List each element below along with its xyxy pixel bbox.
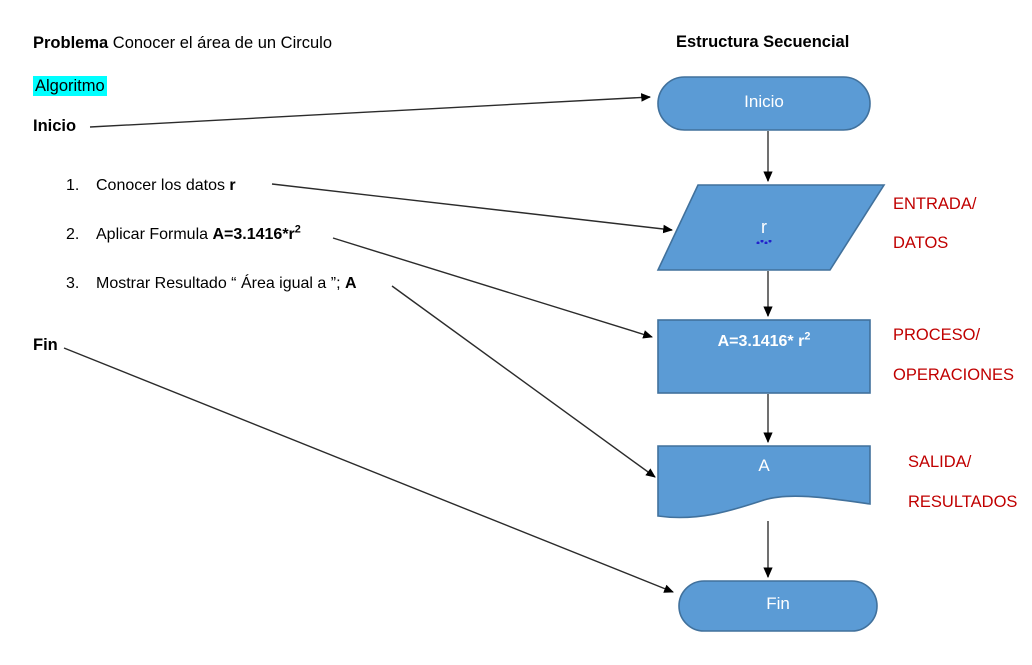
annotation-entrada-line2: DATOS (893, 234, 949, 252)
node-inicio-shape[interactable] (657, 76, 871, 131)
pointer-step1-to-entrada (271, 183, 673, 234)
step-2-number: 2. (66, 226, 80, 243)
node-fin-label: Fin (766, 594, 790, 613)
node-salida-label: A (758, 456, 770, 475)
algorithm-fin-word: Fin (33, 336, 58, 354)
node-proceso-exponent: 2 (804, 330, 811, 343)
step-3-variable: A (345, 275, 357, 292)
problema-line: Problema Conocer el área de un Circulo (33, 34, 332, 52)
algorithm-step-1: 1. Conocer los datos r (66, 177, 236, 195)
node-entrada-text: r (761, 217, 767, 237)
step-2-exponent: 2 (294, 223, 301, 236)
step-1-number: 1. (66, 177, 80, 194)
algorithm-step-2: 2. Aplicar Formula A=3.1416*r2 (66, 223, 301, 244)
algorithm-step-3: 3. Mostrar Resultado “ Área igual a ”; A (66, 275, 357, 293)
node-salida-shape[interactable] (657, 445, 871, 519)
node-proceso-text: A=3.1416* r (717, 333, 805, 350)
node-entrada-shape[interactable] (656, 184, 886, 271)
flowchart-title: Estructura Secuencial (676, 33, 850, 51)
spellcheck-underline-icon (756, 239, 772, 244)
step-1-variable: r (229, 177, 236, 194)
annotation-salida-line2: RESULTADOS (908, 493, 1018, 511)
algoritmo-heading: Algoritmo (33, 76, 107, 97)
node-entrada-label: r (658, 217, 870, 244)
problema-text: Conocer el área de un Circulo (108, 34, 332, 52)
algorithm-inicio-word: Inicio (33, 117, 77, 135)
step-3-number: 3. (66, 275, 80, 292)
step-2-text: Aplicar Formula (96, 226, 213, 243)
pointer-step2-to-proceso (332, 237, 653, 339)
annotation-entrada-line1: ENTRADA/ (893, 195, 977, 213)
annotation-salida-line1: SALIDA/ (908, 453, 972, 471)
problema-label: Problema (33, 34, 109, 52)
pointer-step3-to-salida (391, 285, 656, 478)
pointer-fin-to-node (63, 347, 674, 593)
step-3-text: Mostrar Resultado “ Área igual a ”; (96, 275, 345, 292)
node-fin-shape[interactable] (678, 580, 878, 632)
annotation-proceso-line2: OPERACIONES (893, 366, 1015, 384)
pointer-inicio-to-node (89, 93, 651, 128)
step-1-text: Conocer los datos (96, 177, 230, 194)
annotation-proceso-line1: PROCESO/ (893, 326, 981, 344)
node-proceso-shape[interactable] (657, 319, 871, 394)
node-proceso-label: A=3.1416* r2 (658, 330, 870, 351)
node-inicio-label: Inicio (744, 92, 784, 111)
step-2-formula: A=3.1416*r (212, 226, 295, 243)
